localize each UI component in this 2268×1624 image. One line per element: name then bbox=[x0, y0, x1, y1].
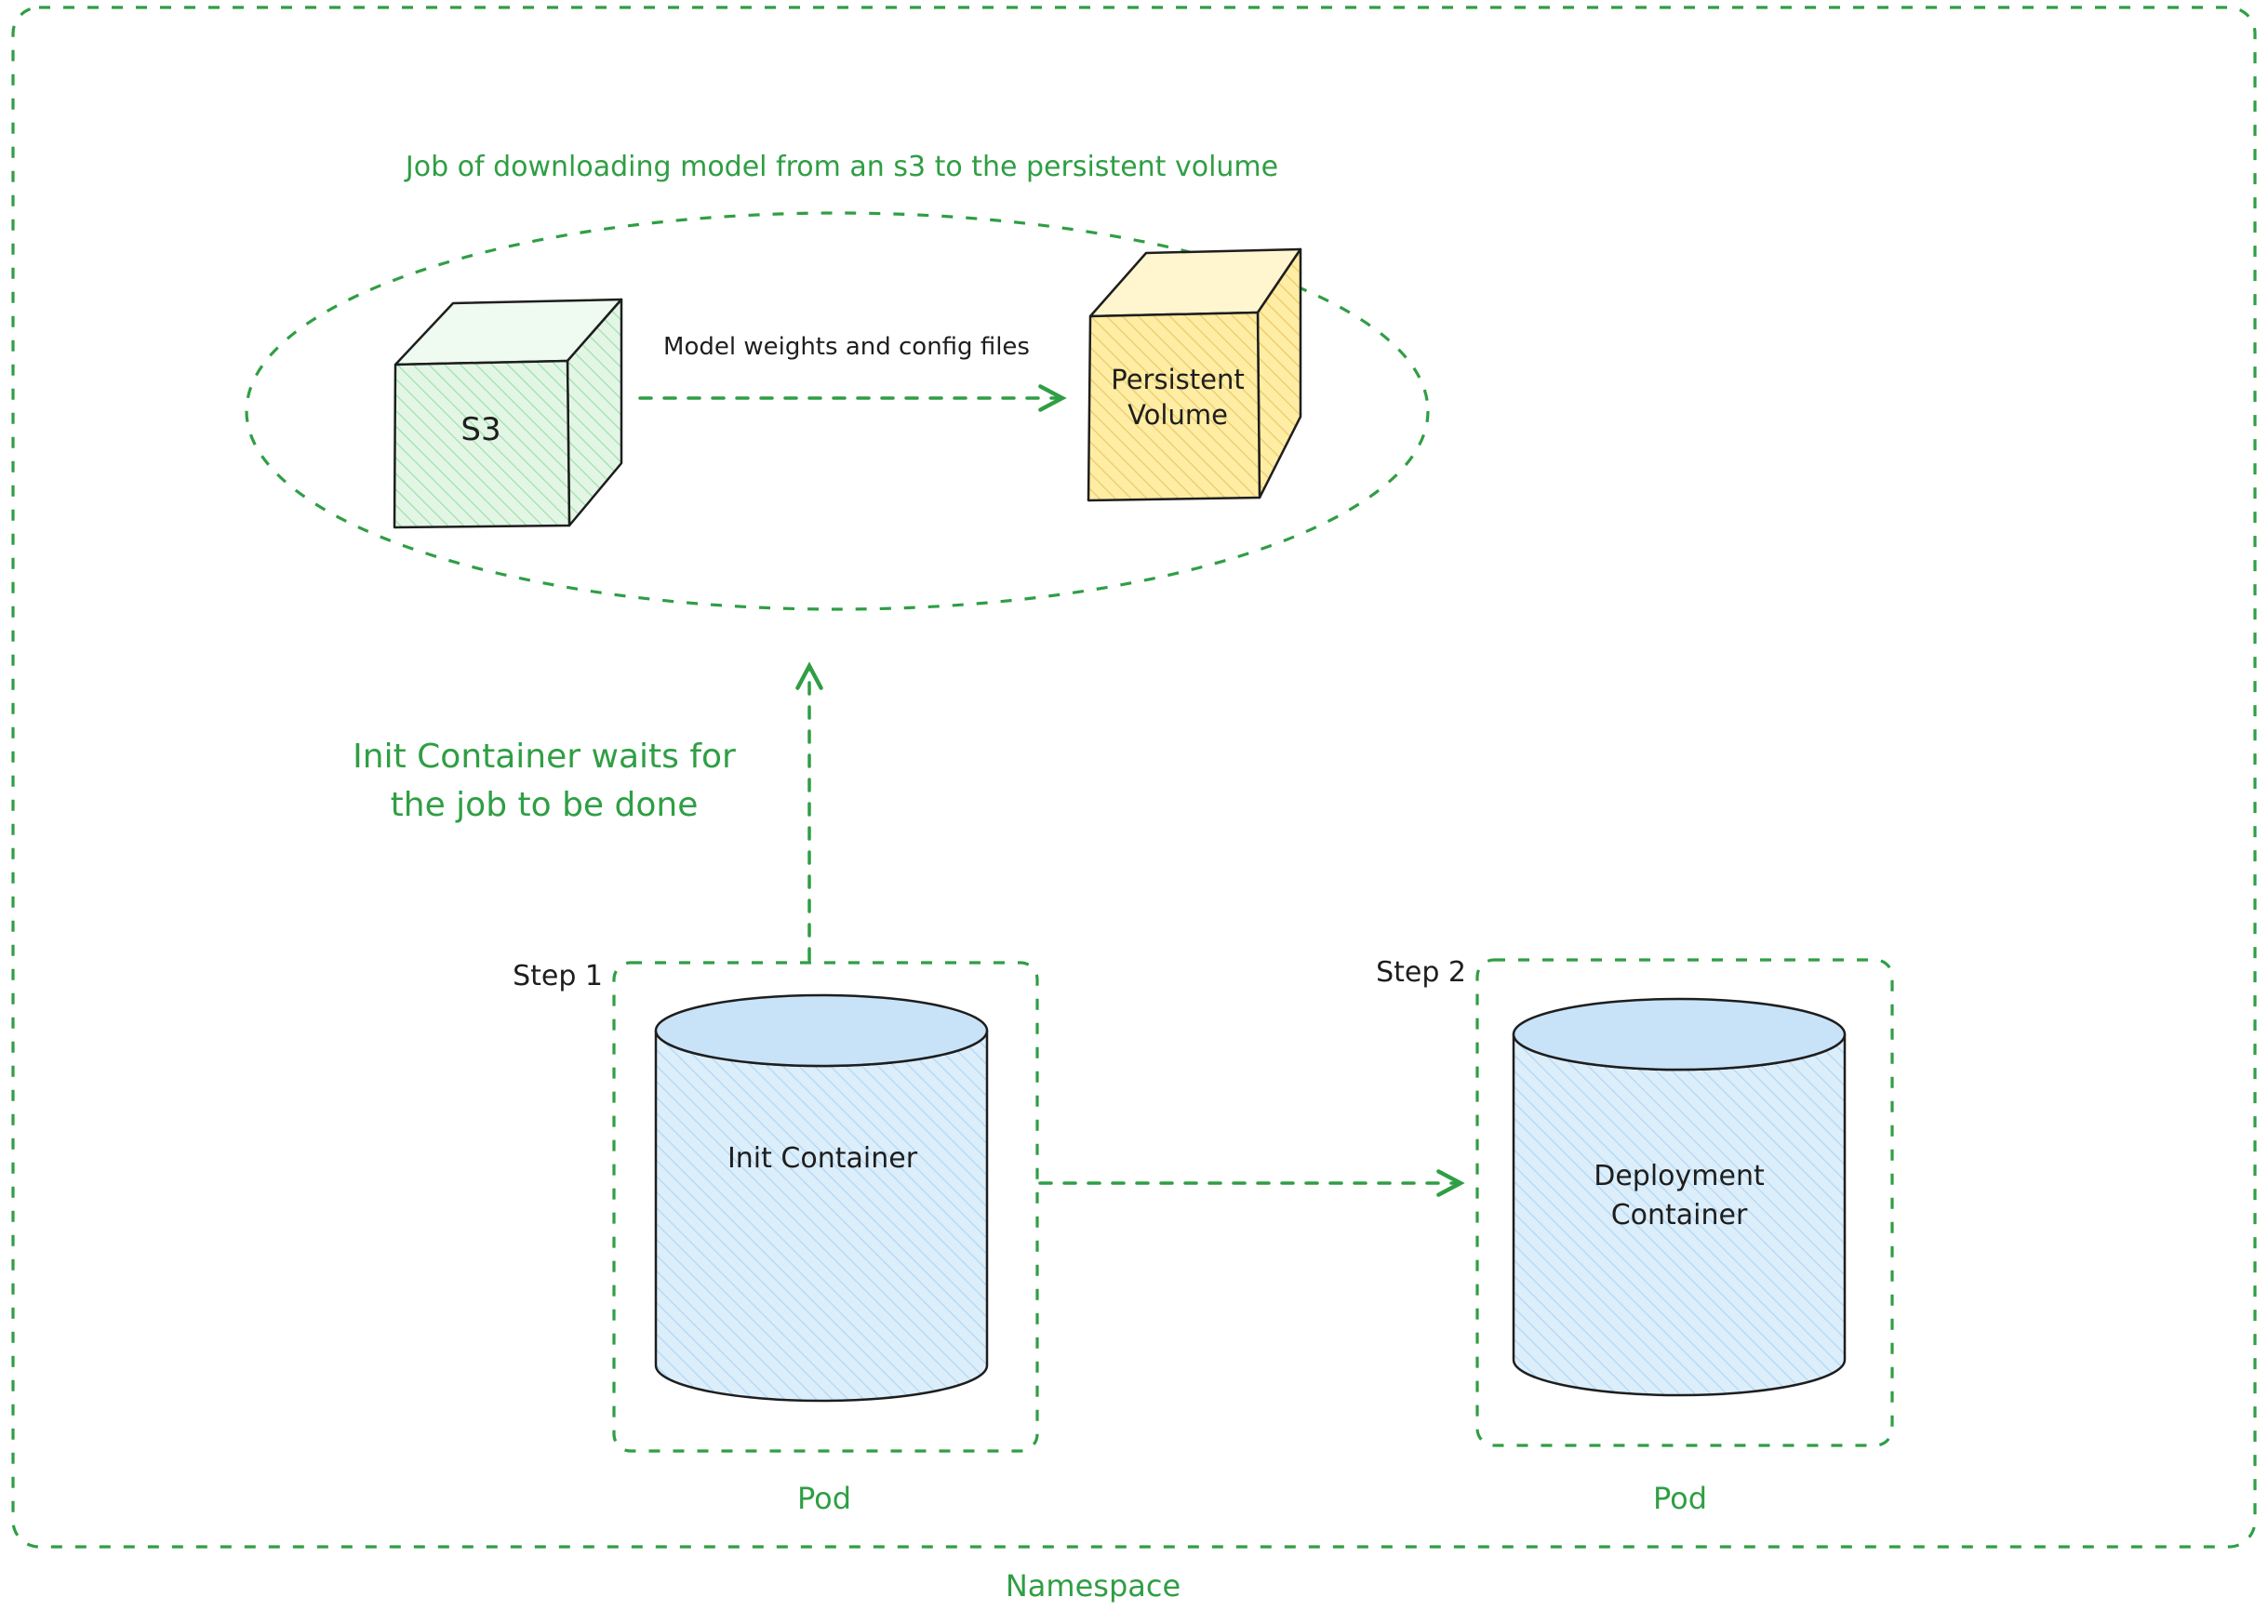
job-title: Job of downloading model from an s3 to t… bbox=[405, 151, 1279, 183]
persistent-volume-label: Persistent Volume bbox=[1111, 364, 1245, 431]
wait-note-line2: the job to be done bbox=[390, 786, 699, 825]
namespace-label: Namespace bbox=[1005, 1568, 1181, 1604]
transfer-arrow-label: Model weights and config files bbox=[663, 333, 1030, 361]
s3-label: S3 bbox=[460, 411, 501, 448]
deployment-container-label: Deployment Container bbox=[1594, 1160, 1765, 1231]
s3-cube bbox=[393, 298, 623, 529]
step2-label: Step 2 bbox=[1376, 956, 1466, 989]
pod2-label: Pod bbox=[1652, 1481, 1708, 1516]
namespace-boundary bbox=[11, 6, 2257, 1549]
pod1-label: Pod bbox=[796, 1481, 852, 1516]
pod1-boundary bbox=[612, 961, 1039, 1453]
job-group-ellipse bbox=[245, 211, 1430, 611]
deployment-container-cylinder bbox=[1512, 997, 1847, 1397]
persistent-volume-cube bbox=[1087, 247, 1302, 502]
wait-note-line1: Init Container waits for bbox=[353, 738, 736, 776]
init-container-label: Init Container bbox=[727, 1142, 918, 1175]
pod2-boundary bbox=[1475, 958, 1894, 1447]
step1-label: Step 1 bbox=[513, 960, 603, 992]
init-container-cylinder bbox=[654, 993, 989, 1403]
wait-note: Init Container waits for the job to be d… bbox=[279, 733, 809, 830]
